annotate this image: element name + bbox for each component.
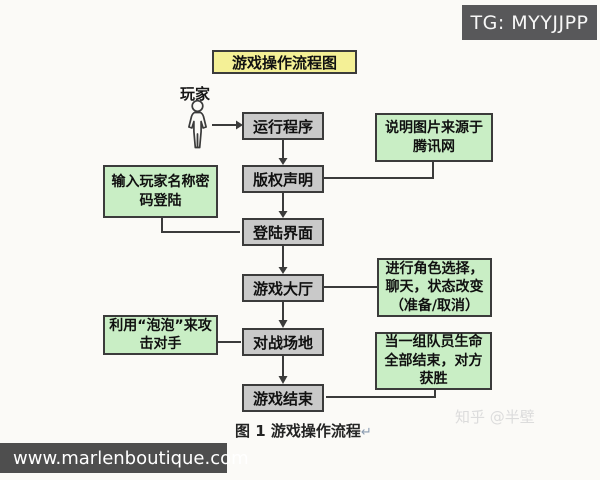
flowchart-title: 游戏操作流程图 xyxy=(212,50,357,74)
annotation-battle-note: 利用“泡泡”来攻击对手 xyxy=(103,315,218,355)
flow-node-game-lobby: 游戏大厅 xyxy=(242,274,324,302)
flow-node-battle-field: 对战场地 xyxy=(242,328,324,356)
annotation-login-note: 输入玩家名称密码登陆 xyxy=(103,165,218,218)
zhihu-watermark: 知乎 @半壁 xyxy=(455,408,535,426)
annotation-win-note: 当一组队员生命全部结束，对方获胜 xyxy=(375,332,492,390)
website-bar: www.marlenboutique.com xyxy=(0,443,249,473)
annotation-lobby-note: 进行角色选择，聊天，状态改变（准备/取消） xyxy=(377,258,492,317)
player-figure-icon xyxy=(188,99,207,149)
flow-node-login-screen: 登陆界面 xyxy=(242,218,324,246)
annotation-source-note: 说明图片来源于腾讯网 xyxy=(375,113,493,162)
figure-caption-text: 图 1 游戏操作流程 xyxy=(235,422,361,440)
flow-node-copyright-notice: 版权声明 xyxy=(242,165,324,193)
figure-caption: 图 1 游戏操作流程↵ xyxy=(235,420,372,441)
paragraph-mark: ↵ xyxy=(360,425,372,440)
actor-label: 玩家 xyxy=(179,85,210,103)
flow-node-run-program: 运行程序 xyxy=(242,112,324,140)
flow-node-game-over: 游戏结束 xyxy=(242,384,324,412)
tg-contact-badge: TG: MYYJJPP xyxy=(462,5,597,40)
